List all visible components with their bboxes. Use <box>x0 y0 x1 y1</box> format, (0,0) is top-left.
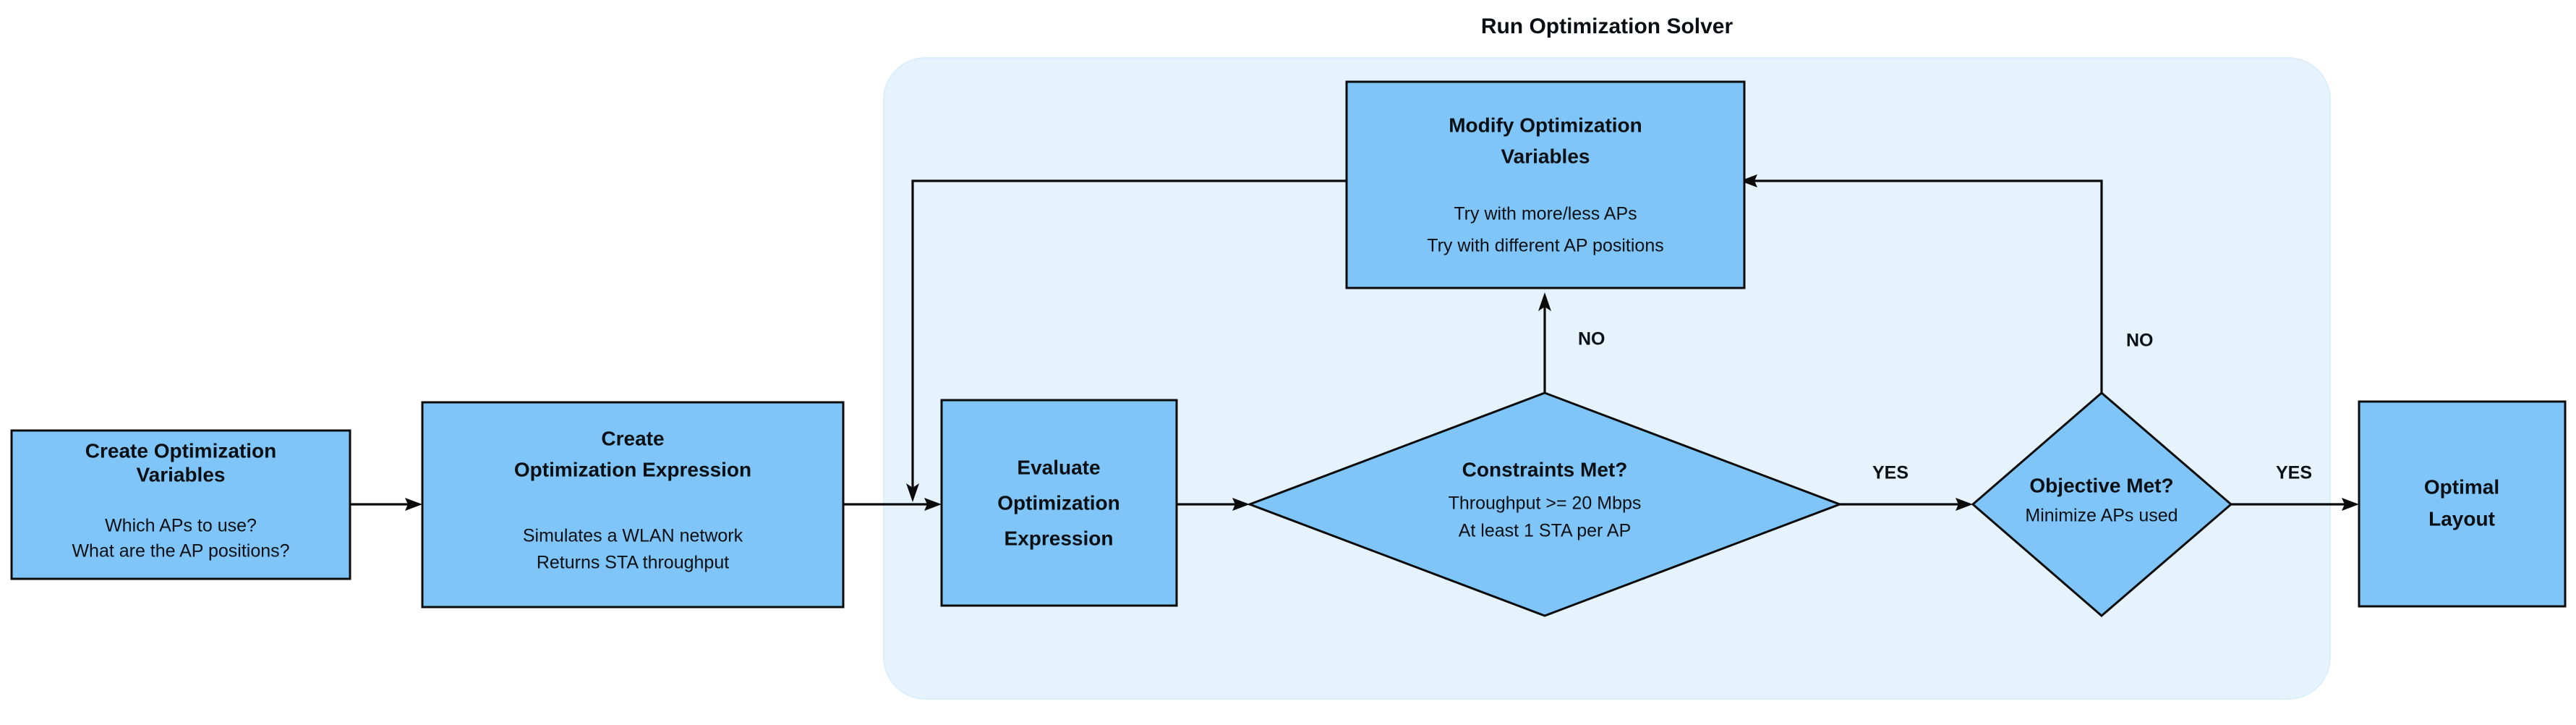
edge-label-objective-yes: YES <box>2276 463 2312 483</box>
modify-variables-detail-line2: Try with different AP positions <box>1427 236 1663 256</box>
node-objective-met[interactable]: Objective Met? Minimize APs used <box>1971 391 2233 617</box>
group-title: Run Optimization Solver <box>1481 14 1733 38</box>
node-evaluate-optimization-expression[interactable]: Evaluate Optimization Expression <box>940 399 1178 607</box>
edge-modify-to-evaluate-loop <box>906 179 1347 502</box>
edge-label-objective-no: NO <box>2126 331 2154 351</box>
edge-objective-no-to-modify: NO <box>1740 174 2154 449</box>
edge-label-constraints-yes: YES <box>1872 463 1908 483</box>
constraints-met-heading: Constraints Met? <box>1462 458 1628 480</box>
edge-variables-to-expression <box>350 498 422 511</box>
node-constraints-met[interactable]: Constraints Met? Throughput >= 20 Mbps A… <box>1246 391 1843 617</box>
objective-met-detail-line1: Minimize APs used <box>2025 506 2178 526</box>
modify-variables-heading-line1: Modify Optimization <box>1449 114 1642 136</box>
edge-constraints-yes-to-objective: YES <box>1840 463 1973 511</box>
node-optimal-layout[interactable]: Optimal Layout <box>2358 400 2567 608</box>
node-modify-optimization-variables[interactable]: Modify Optimization Variables Try with m… <box>1345 80 1746 289</box>
optimal-layout-heading-line1: Optimal <box>2424 475 2499 498</box>
edge-expression-to-evaluate <box>843 498 942 511</box>
objective-met-heading: Objective Met? <box>2029 474 2173 496</box>
create-variables-heading-line2: Variables <box>137 463 226 486</box>
edge-evaluate-to-constraints <box>1177 498 1250 511</box>
run-optimization-solver-group <box>883 57 2331 700</box>
optimal-layout-heading-line2: Layout <box>2428 507 2495 530</box>
modify-variables-detail-line1: Try with more/less APs <box>1454 204 1637 224</box>
create-expression-heading-line2: Optimization Expression <box>514 458 751 480</box>
create-expression-heading-line1: Create <box>601 427 664 449</box>
evaluate-heading-line3: Expression <box>1005 527 1114 549</box>
constraints-met-detail-line1: Throughput >= 20 Mbps <box>1449 493 1642 514</box>
node-create-optimization-expression[interactable]: Create Optimization Expression Simulates… <box>421 401 845 609</box>
evaluate-heading-line1: Evaluate <box>1017 456 1100 478</box>
edge-objective-yes-to-optimal: YES <box>2231 463 2359 511</box>
edge-label-constraints-no: NO <box>1578 329 1605 349</box>
create-variables-detail-line2: What are the AP positions? <box>72 541 289 561</box>
create-expression-detail-line2: Returns STA throughput <box>537 553 729 573</box>
create-variables-heading-line1: Create Optimization <box>85 439 276 462</box>
evaluate-heading-line2: Optimization <box>997 491 1120 514</box>
create-expression-detail-line1: Simulates a WLAN network <box>523 526 743 546</box>
constraints-met-detail-line2: At least 1 STA per AP <box>1459 521 1632 541</box>
create-variables-detail-line1: Which APs to use? <box>105 516 257 536</box>
modify-variables-heading-line2: Variables <box>1501 145 1590 167</box>
node-create-optimization-variables[interactable]: Create Optimization Variables Which APs … <box>10 429 351 580</box>
